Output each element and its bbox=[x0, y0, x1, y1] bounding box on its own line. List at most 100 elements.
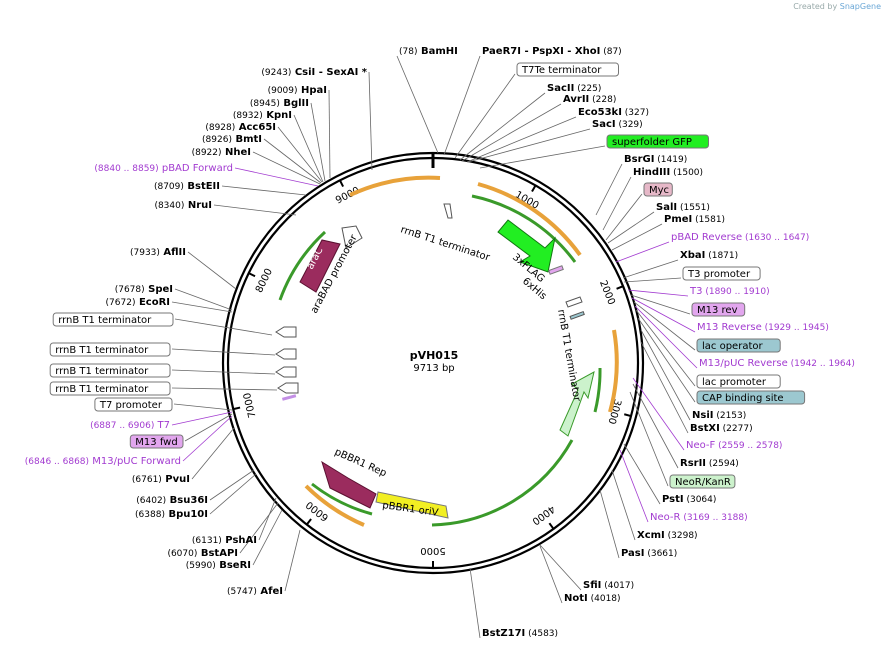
leader-line bbox=[443, 55, 481, 156]
feature-tag: rrnB T1 terminator bbox=[55, 345, 149, 356]
feature-tag-box bbox=[49, 342, 171, 357]
enzyme-label: RsrII (2594) bbox=[680, 458, 739, 469]
feature-tag-box bbox=[94, 397, 173, 412]
pbbr1-rep-arrow bbox=[321, 460, 377, 509]
enzyme-label: (8340) NruI bbox=[154, 200, 212, 211]
feature-tag: Myc bbox=[649, 185, 669, 196]
leader-line bbox=[171, 387, 278, 391]
enzyme-label: HindIII (1500) bbox=[633, 167, 703, 178]
leader-line bbox=[171, 348, 276, 356]
feature-tag-box bbox=[52, 312, 174, 327]
enzyme-label: SacI (329) bbox=[592, 119, 643, 130]
enzyme-label: PmeI (1581) bbox=[664, 214, 725, 225]
leader-line bbox=[184, 413, 233, 442]
terminator-glyph bbox=[275, 326, 297, 338]
leader-line bbox=[640, 329, 691, 421]
arc bbox=[471, 194, 577, 263]
enzyme-label: NotI (4018) bbox=[564, 593, 621, 604]
enzyme-label: (7672) EcoRI bbox=[106, 297, 170, 308]
feature-tag: CAP binding site bbox=[702, 393, 784, 404]
leader-line bbox=[633, 301, 696, 351]
enzyme-label: SalI (1551) bbox=[656, 202, 710, 213]
leader-line bbox=[479, 145, 606, 169]
leader-line bbox=[459, 92, 546, 161]
orf-arc bbox=[477, 182, 582, 257]
orf-arc bbox=[349, 175, 441, 197]
enzyme-label: (6131) PshAI bbox=[192, 535, 257, 546]
primer-label: (6887 .. 6906) T7 bbox=[90, 420, 170, 431]
leader-line bbox=[623, 277, 682, 283]
ruler-tick bbox=[306, 518, 312, 526]
feature-tag-box bbox=[691, 302, 746, 317]
leader-line bbox=[466, 116, 577, 163]
leader-line bbox=[607, 211, 655, 244]
lac-glyph bbox=[569, 311, 585, 320]
primer-label: M13/pUC Reverse (1942 .. 1964) bbox=[699, 358, 855, 369]
feature-tag: T7Te terminator bbox=[521, 65, 602, 76]
enzyme-label: NsiI (2153) bbox=[692, 410, 746, 421]
leader-line bbox=[637, 317, 696, 403]
terminator-glyph bbox=[565, 296, 583, 308]
enzyme-label: (7933) AflII bbox=[130, 247, 186, 258]
leader-line bbox=[310, 102, 326, 182]
feature-tag: M13 fwd bbox=[135, 437, 177, 448]
enzyme-label: (6402) Bsu36I bbox=[136, 495, 208, 506]
leader-line bbox=[174, 288, 233, 311]
primer-label: Neo-F (2559 .. 2578) bbox=[686, 440, 782, 451]
ruler-tick-label: 2000 bbox=[597, 279, 617, 307]
ruler-tick bbox=[623, 413, 632, 418]
feature-tag-box bbox=[516, 62, 619, 77]
ruler-tick bbox=[531, 184, 537, 193]
enzyme-label: BstXI (2277) bbox=[690, 423, 753, 434]
leader-line bbox=[611, 469, 636, 541]
ruler-tick-label: 8000 bbox=[254, 267, 275, 295]
feature-tag: T3 promoter bbox=[687, 269, 751, 280]
label-leaders bbox=[171, 55, 698, 639]
leader-line bbox=[461, 103, 562, 162]
arc bbox=[431, 439, 574, 527]
enzyme-label: BsrGI (1419) bbox=[624, 154, 687, 165]
feature-tag-box bbox=[696, 390, 806, 405]
feature-tag: rrnB T1 terminator bbox=[55, 384, 149, 395]
enzyme-label: (9243) CsiI - SexAI * bbox=[261, 67, 367, 78]
leader-line bbox=[284, 529, 301, 592]
leader-line bbox=[454, 73, 516, 159]
feature-tag-box bbox=[682, 266, 761, 281]
leader-line bbox=[595, 163, 623, 216]
feature-tag: lac operator bbox=[702, 341, 763, 352]
ruler-tick-label: 4000 bbox=[530, 503, 557, 527]
feature-tag: superfolder GFP bbox=[612, 137, 692, 148]
ruler-tick bbox=[339, 179, 345, 188]
terminator-glyph bbox=[275, 348, 297, 360]
leader-line bbox=[171, 411, 233, 426]
leader-line bbox=[635, 309, 696, 387]
ruler-tick-label: 9000 bbox=[334, 185, 362, 206]
enzyme-label: PasI (3661) bbox=[621, 548, 677, 559]
ruler-tick bbox=[548, 522, 555, 530]
feature-tag-box bbox=[129, 434, 184, 449]
leader-line bbox=[209, 469, 255, 501]
leader-line bbox=[599, 489, 620, 559]
leader-line bbox=[368, 71, 373, 171]
neor-arrow bbox=[559, 371, 595, 437]
leader-line bbox=[605, 193, 643, 241]
enzyme-label: (8922) NheI bbox=[192, 147, 251, 158]
leader-line bbox=[187, 251, 237, 290]
enzyme-label: (9009) HpaI bbox=[268, 85, 327, 96]
enzyme-label: (6388) Bpu10I bbox=[135, 509, 208, 520]
leader-line bbox=[182, 415, 233, 462]
leader-line bbox=[209, 473, 257, 515]
left-labels: (9243) CsiI - SexAI *(9009) HpaI(8945) B… bbox=[25, 67, 368, 597]
leader-line bbox=[174, 318, 273, 336]
leader-line bbox=[630, 294, 691, 315]
leader-line bbox=[622, 259, 679, 279]
ruler-tick bbox=[233, 406, 241, 411]
leader-line bbox=[258, 497, 277, 541]
leader-line bbox=[252, 151, 321, 185]
enzyme-label: (6070) BstAPI bbox=[167, 548, 238, 559]
feature-label: rrnB T1 terminator bbox=[399, 224, 492, 263]
feature-tag: M13 rev bbox=[697, 305, 738, 316]
enzyme-label: (7678) SpeI bbox=[115, 284, 173, 295]
ruler-tick bbox=[248, 272, 256, 278]
